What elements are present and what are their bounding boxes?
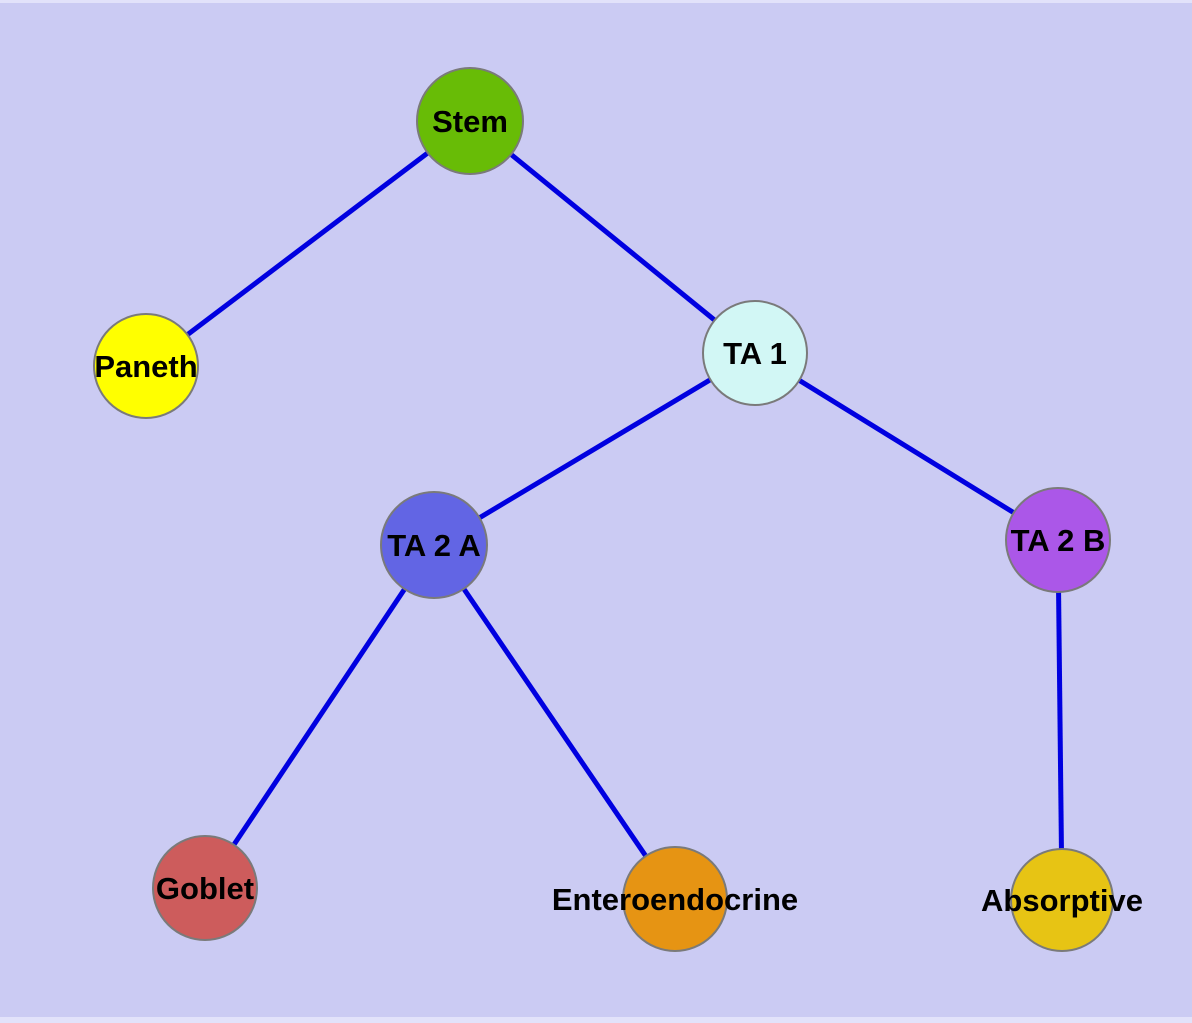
edge-stem-paneth	[144, 119, 472, 368]
edge-stem-ta1	[468, 119, 757, 355]
node-label-absorptive: Absorptive	[981, 883, 1143, 918]
node-label-paneth: Paneth	[94, 349, 197, 384]
edge-ta2a-enteroendocrine	[431, 543, 678, 901]
node-ta2b	[1005, 487, 1111, 593]
node-enteroendocrine	[622, 846, 728, 952]
node-label-ta2a: TA 2 A	[387, 528, 481, 563]
node-absorptive	[1010, 848, 1114, 952]
node-goblet	[152, 835, 258, 941]
node-paneth	[93, 313, 199, 419]
edge-ta2b-absorptive	[1055, 539, 1065, 901]
edge-ta1-ta2b	[753, 350, 1060, 543]
node-ta1	[702, 300, 808, 406]
edge-ta1-ta2a	[432, 350, 757, 548]
edge-ta2a-goblet	[202, 543, 437, 890]
node-ta2a	[380, 491, 488, 599]
node-label-enteroendocrine: Enteroendocrine	[552, 882, 798, 917]
node-stem	[416, 67, 524, 175]
node-label-goblet: Goblet	[156, 871, 254, 906]
node-label-ta2b: TA 2 B	[1011, 523, 1106, 558]
node-label-ta1: TA 1	[723, 336, 787, 371]
node-label-stem: Stem	[432, 104, 508, 139]
